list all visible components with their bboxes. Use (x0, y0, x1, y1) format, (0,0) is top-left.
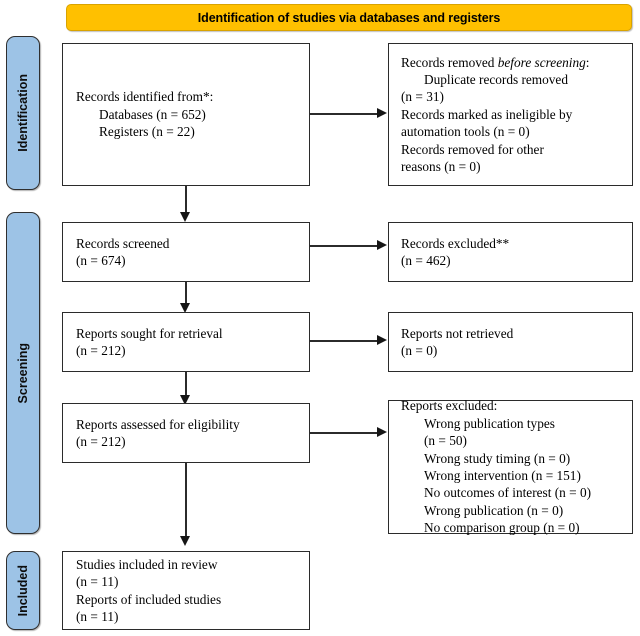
stage-label-screening-text: Screening (16, 342, 30, 404)
arrowhead-screened-to-sought (180, 303, 190, 313)
studies-included-line-4: (n = 11) (76, 608, 119, 624)
reports-excluded-reason-7: No comparison group (n = 0) (424, 520, 580, 536)
box-records-removed: Records removed before screening: Duplic… (388, 43, 633, 186)
stage-label-identification-text: Identification (16, 74, 30, 152)
reports-sought-line-1: Reports sought for retrieval (76, 325, 223, 341)
connector-screened-to-excluded (310, 245, 378, 247)
arrowhead-identified-to-removed (377, 108, 387, 118)
diagram-title: Identification of studies via databases … (197, 10, 501, 25)
connector-sought-to-assessed (185, 372, 187, 399)
reports-assessed-line-2: (n = 212) (76, 434, 126, 449)
stage-label-identification: Identification (6, 36, 40, 190)
records-identified-line-2: Databases (n = 652) (99, 106, 206, 122)
box-reports-sought: Reports sought for retrieval (n = 212) (62, 312, 310, 372)
records-removed-heading-c: : (585, 54, 590, 70)
arrowhead-sought-to-not-retrieved (377, 335, 387, 345)
arrowhead-assessed-to-excluded (377, 427, 387, 437)
arrowhead-assessed-to-included (180, 536, 190, 546)
reports-excluded-reason-3: Wrong study timing (n = 0) (424, 450, 571, 466)
records-removed-line-2: (n = 31) (401, 89, 444, 105)
studies-included-line-3: Reports of included studies (76, 591, 222, 607)
records-removed-line-3: Records marked as ineligible by (401, 106, 573, 122)
reports-not-retrieved-line-1: Reports not retrieved (401, 325, 514, 341)
box-studies-included: Studies included in review (n = 11) Repo… (62, 551, 310, 630)
reports-assessed-line-1: Reports assessed for eligibility (76, 416, 240, 432)
studies-included-line-2: (n = 11) (76, 574, 119, 590)
records-excluded-line-2: (n = 462) (401, 253, 451, 268)
box-reports-assessed: Reports assessed for eligibility (n = 21… (62, 403, 310, 463)
reports-excluded-reason-4: Wrong intervention (n = 151) (424, 468, 581, 483)
reports-excluded-reason-1: Wrong publication types (424, 415, 555, 431)
stage-label-included-text: Included (16, 564, 30, 617)
records-removed-line-4: automation tools (n = 0) (401, 124, 530, 140)
records-screened-line-1: Records screened (76, 235, 170, 251)
arrowhead-identified-to-screened (180, 212, 190, 222)
connector-assessed-to-included (185, 463, 187, 540)
stage-label-included: Included (6, 551, 40, 630)
records-removed-line-1: Duplicate records removed (424, 71, 568, 87)
connector-identified-to-screened (185, 186, 187, 215)
records-removed-heading: Records removed before screening: (401, 54, 632, 71)
diagram-header-banner: Identification of studies via databases … (66, 4, 632, 31)
connector-sought-to-not-retrieved (310, 340, 378, 342)
records-screened-line-2: (n = 674) (76, 253, 126, 268)
box-records-excluded: Records excluded** (n = 462) (388, 222, 633, 282)
records-removed-heading-a: Records removed (401, 54, 498, 70)
box-reports-excluded: Reports excluded: Wrong publication type… (388, 398, 633, 536)
stage-label-screening: Screening (6, 212, 40, 534)
records-excluded-line-1: Records excluded** (401, 235, 510, 251)
connector-assessed-to-excluded (310, 432, 378, 434)
records-identified-line-1: Records identified from*: (76, 89, 214, 105)
reports-excluded-reason-6: Wrong publication (n = 0) (424, 502, 564, 518)
reports-not-retrieved-line-2: (n = 0) (401, 343, 438, 358)
studies-included-line-1: Studies included in review (76, 556, 218, 572)
records-removed-line-6: reasons (n = 0) (401, 159, 481, 175)
box-reports-not-retrieved: Reports not retrieved (n = 0) (388, 312, 633, 372)
records-removed-heading-em: before screening (497, 54, 586, 70)
box-records-screened: Records screened (n = 674) (62, 222, 310, 282)
arrowhead-sought-to-assessed (180, 395, 190, 405)
records-identified-line-3: Registers (n = 22) (99, 124, 195, 140)
reports-excluded-reason-5: No outcomes of interest (n = 0) (424, 485, 592, 501)
records-removed-line-5: Records removed for other (401, 141, 544, 157)
reports-excluded-heading: Reports excluded: (401, 398, 498, 414)
connector-identified-to-removed (310, 113, 378, 115)
arrowhead-screened-to-excluded (377, 240, 387, 250)
reports-excluded-reason-2: (n = 50) (424, 433, 467, 449)
box-records-identified: Records identified from*: Databases (n =… (62, 43, 310, 186)
reports-sought-line-2: (n = 212) (76, 343, 126, 358)
connector-screened-to-sought (185, 282, 187, 307)
